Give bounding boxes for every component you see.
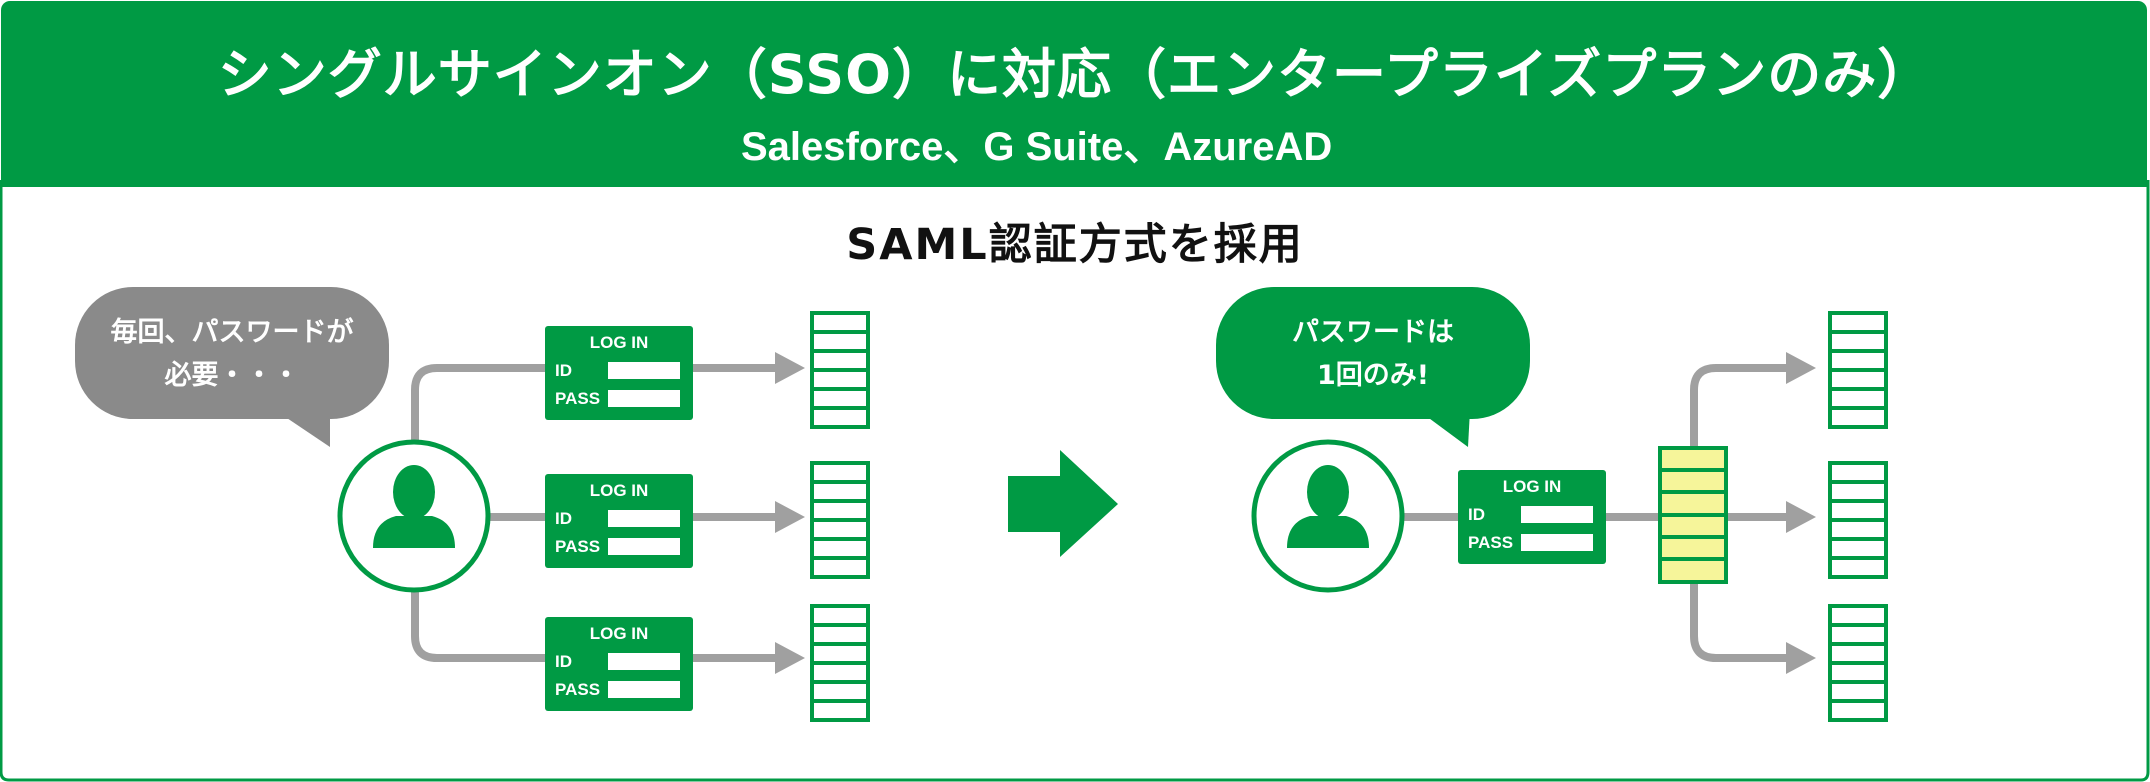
id-label: ID	[555, 361, 572, 380]
header-banner	[1, 1, 2147, 187]
login-form-card: LOG IN ID PASS	[545, 474, 693, 568]
identity-provider-icon	[1658, 446, 1728, 584]
pass-field	[608, 390, 680, 407]
id-label: ID	[555, 509, 572, 528]
service-app-icon	[1828, 311, 1888, 429]
service-app-icon	[810, 461, 870, 579]
login-title: LOG IN	[589, 624, 649, 643]
after-bubble-line1: パスワードは	[1292, 317, 1454, 348]
id-label: ID	[555, 652, 572, 671]
pass-field	[608, 681, 680, 698]
login-title: LOG IN	[1502, 477, 1562, 496]
before-connectors	[411, 364, 784, 662]
after-bubble-line2: 1回のみ!	[1316, 360, 1430, 391]
service-app-icon	[810, 311, 870, 429]
pass-field	[1521, 534, 1593, 551]
transition-arrow-icon	[1008, 450, 1118, 557]
before-arrowheads	[775, 352, 805, 674]
page-title: シングルサインオン（SSO）に対応（エンタープライズプランのみ）	[217, 43, 1933, 106]
pass-label: PASS	[555, 680, 601, 699]
after-connectors	[1396, 364, 1794, 662]
after-arrowheads	[1786, 352, 1816, 674]
id-field	[608, 653, 680, 670]
pass-field	[608, 538, 680, 555]
login-title: LOG IN	[589, 333, 649, 352]
id-label: ID	[1468, 505, 1485, 524]
user-icon	[1251, 439, 1405, 593]
service-app-icon	[810, 604, 870, 722]
service-app-icon	[1828, 461, 1888, 579]
before-bubble-line1: 毎回、パスワードが	[110, 317, 354, 348]
id-field	[608, 510, 680, 527]
login-title: LOG IN	[589, 481, 649, 500]
pass-label: PASS	[555, 389, 601, 408]
login-form-card: LOG IN ID PASS	[545, 617, 693, 711]
id-field	[608, 362, 680, 379]
before-speech-bubble	[75, 287, 389, 447]
before-bubble-line2: 必要・・・	[164, 360, 300, 391]
supported-providers: Salesforce、G Suite、AzureAD	[741, 125, 1333, 169]
pass-label: PASS	[555, 537, 601, 556]
before-bubble-text: 毎回、パスワードが 必要・・・	[75, 311, 389, 397]
after-bubble-text: パスワードは 1回のみ!	[1216, 311, 1530, 397]
saml-heading: SAML認証方式を採用	[846, 220, 1304, 270]
login-form-card: LOG IN ID PASS	[545, 326, 693, 420]
after-speech-bubble	[1216, 287, 1530, 447]
pass-label: PASS	[1468, 533, 1514, 552]
panel-border	[0, 180, 2150, 782]
user-icon	[337, 439, 491, 593]
id-field	[1521, 506, 1593, 523]
service-app-icon	[1828, 604, 1888, 722]
single-login-form-card: LOG IN ID PASS	[1458, 470, 1606, 564]
